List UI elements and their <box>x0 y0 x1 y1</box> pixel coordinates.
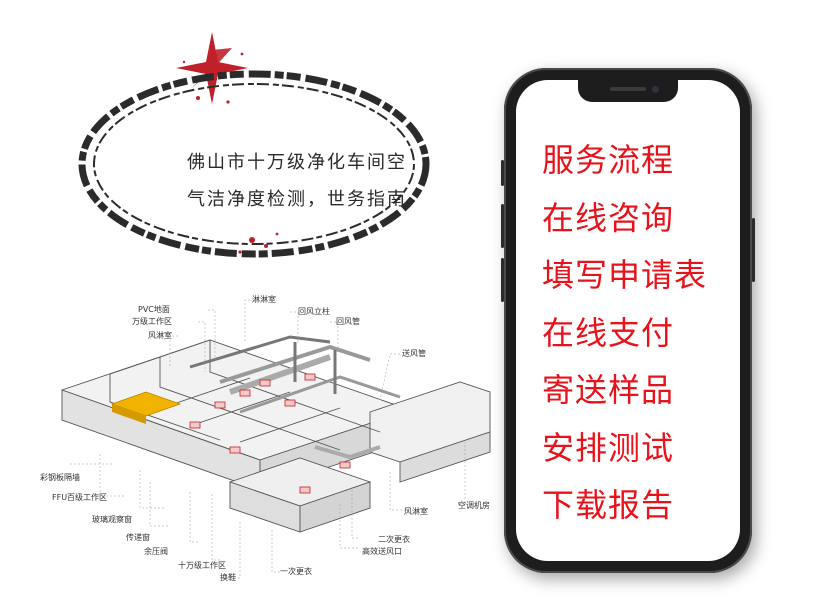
callout-pvc-floor: PVC地面 <box>138 305 170 314</box>
seal-stamp: 佛山市十万级净化车间空 气洁净度检测，世务指南 <box>72 12 452 274</box>
volume-down-button <box>501 258 504 302</box>
callout-shower-room: 淋淋室 <box>252 295 276 304</box>
stamp-text-line1: 佛山市十万级净化车间空 <box>187 152 407 173</box>
menu-item-download-report[interactable]: 下载报告 <box>542 486 675 524</box>
callout-color-steel-wall: 彩钢板隔墙 <box>40 473 80 482</box>
speaker-icon <box>610 87 646 91</box>
callout-shoe-change: 换鞋 <box>220 573 236 582</box>
callout-ac-room: 空调机房 <box>458 501 490 510</box>
callout-return-air-duct: 回风管 <box>336 317 360 326</box>
phone-notch <box>578 80 678 102</box>
camera-icon <box>652 86 659 93</box>
service-menu: 服务流程 在线咨询 填写申请表 在线支付 寄送样品 安排测试 下载报告 <box>542 132 707 535</box>
volume-up-button <box>501 204 504 248</box>
callout-first-change: 一次更衣 <box>280 567 312 576</box>
menu-item-service-process[interactable]: 服务流程 <box>542 141 675 179</box>
power-button <box>752 218 755 282</box>
callout-second-change: 二次更衣 <box>378 535 410 544</box>
callout-air-shower-top: 风淋室 <box>148 331 172 340</box>
stamp-text-line2: 气洁净度检测，世务指南 <box>187 189 407 210</box>
callout-pressure-valve: 余压阀 <box>144 547 168 556</box>
menu-item-online-consult[interactable]: 在线咨询 <box>542 198 675 237</box>
mute-switch <box>501 160 504 186</box>
menu-item-online-payment[interactable]: 在线支付 <box>542 313 675 352</box>
phone-screen: 服务流程 在线咨询 填写申请表 在线支付 寄送样品 安排测试 下载报告 <box>516 80 740 561</box>
callout-return-air-column: 回风立柱 <box>298 307 330 316</box>
menu-item-send-samples[interactable]: 寄送样品 <box>542 371 675 409</box>
callout-class-100k-area: 十万级工作区 <box>178 561 226 570</box>
callout-glass-window: 玻璃观察窗 <box>92 515 132 524</box>
menu-item-arrange-testing[interactable]: 安排测试 <box>542 428 675 467</box>
callout-pass-box: 传递窗 <box>126 533 150 542</box>
phone-mockup: 服务流程 在线咨询 填写申请表 在线支付 寄送样品 安排测试 下载报告 <box>501 68 755 573</box>
cleanroom-floor-plan: PVC地面 万级工作区 风淋室 淋淋室 回风立柱 回风管 送风管 彩钢板隔墙 F… <box>40 282 510 597</box>
callout-class-10k-area: 万级工作区 <box>132 317 172 326</box>
callout-supply-air-duct: 送风管 <box>402 349 426 358</box>
callout-hepa-outlet: 高效送风口 <box>362 547 402 556</box>
star-icon <box>176 32 248 104</box>
callout-air-shower-right: 风淋室 <box>404 507 428 516</box>
menu-item-fill-application[interactable]: 填写申请表 <box>542 256 708 294</box>
floor-plan-drawing <box>60 299 491 579</box>
stamp-graphic <box>78 32 430 258</box>
callout-ffu-area: FFU百级工作区 <box>52 493 108 502</box>
